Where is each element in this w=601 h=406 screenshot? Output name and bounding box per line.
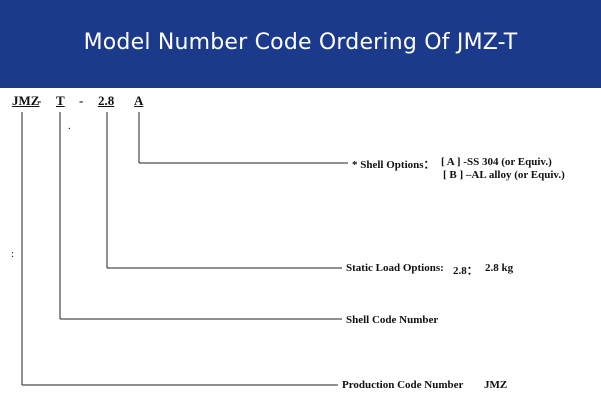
shell-options-label: * Shell Options： <box>352 159 435 171</box>
code-separator: - <box>79 93 84 108</box>
code-series: JMZ <box>12 93 40 108</box>
code-option: A <box>134 93 144 108</box>
shell-option-a: [ A ] -SS 304 (or Equiv.) <box>441 156 552 168</box>
stray-dot: . <box>68 120 71 132</box>
static-load-value-short: 2.8： <box>453 265 478 277</box>
header-banner: Model Number Code Ordering Of JMZ-T <box>0 0 601 88</box>
page-title: Model Number Code Ordering Of JMZ-T <box>83 30 518 55</box>
code-separator: - <box>37 93 42 108</box>
code-shell: T <box>56 93 65 108</box>
production-code-label: Production Code Number <box>342 379 464 391</box>
stray-colon: : <box>11 248 15 260</box>
shell-code-label: Shell Code Number <box>346 314 439 326</box>
static-load-label: Static Load Options: <box>346 262 444 274</box>
code-load: 2.8 <box>98 93 115 108</box>
shell-option-b: [ B ] –AL alloy (or Equiv.) <box>443 169 565 181</box>
static-load-value: 2.8 kg <box>485 262 514 274</box>
production-code-value: JMZ <box>484 379 508 391</box>
